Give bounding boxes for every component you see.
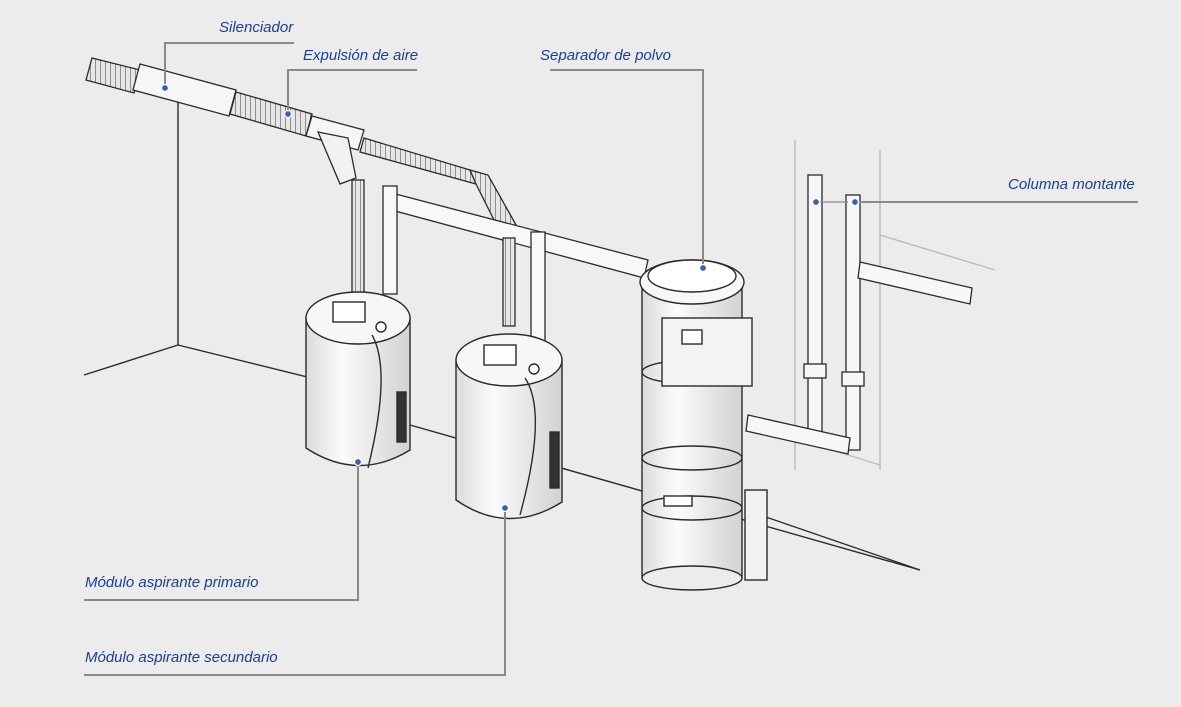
marker-dots	[160, 83, 860, 513]
primary-vacuum-unit	[305, 291, 411, 469]
label-columna-montante: Columna montante	[1008, 176, 1135, 193]
dust-separator	[639, 259, 768, 591]
leader-lines	[84, 42, 1138, 676]
vacuum-pipe	[351, 179, 649, 351]
label-modulo-secundario: Módulo aspirante secundario	[85, 649, 278, 666]
label-expulsion-de-aire: Expulsión de aire	[303, 47, 419, 64]
label-silenciador: Silenciador	[219, 19, 294, 36]
silencer-pipe	[85, 57, 521, 237]
secondary-vacuum-unit	[455, 333, 563, 520]
riser-columns	[745, 174, 973, 455]
label-separador-de-polvo: Separador de polvo	[540, 47, 671, 64]
label-modulo-primario: Módulo aspirante primario	[85, 574, 259, 591]
